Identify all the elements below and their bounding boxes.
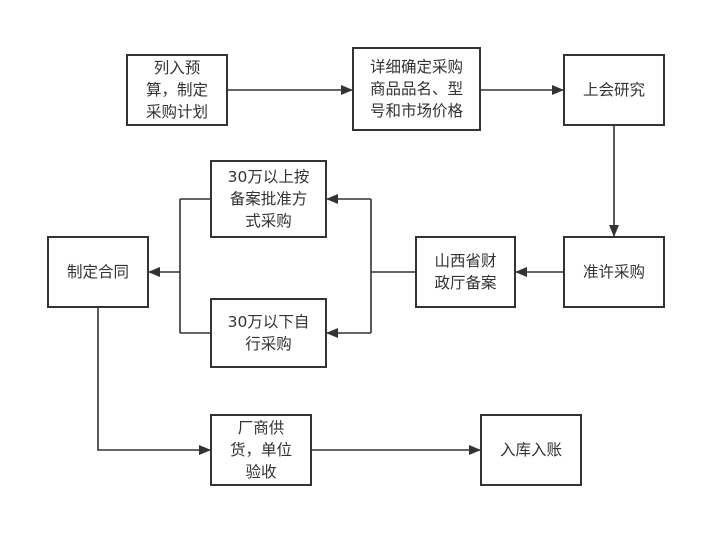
arrow-contract-to-delivery bbox=[97, 308, 211, 455]
node-below-300k-label: 30万以下自 行采购 bbox=[227, 313, 310, 353]
node-above-300k-label: 30万以上按 备案批准方 式采购 bbox=[227, 168, 310, 230]
node-delivery-acceptance-label: 厂商供 货，单位 验收 bbox=[229, 419, 292, 481]
node-make-contract-label: 制定合同 bbox=[66, 263, 129, 281]
node-approve-purchase-label: 准许采购 bbox=[582, 263, 645, 281]
node-meeting-research: 上会研究 bbox=[563, 54, 665, 126]
node-storage-accounting-label: 入库入账 bbox=[499, 441, 562, 459]
node-meeting-research-label: 上会研究 bbox=[582, 81, 645, 99]
node-filing: 山西省财 政厅备案 bbox=[415, 236, 516, 308]
node-storage-accounting: 入库入账 bbox=[480, 414, 582, 486]
node-make-contract: 制定合同 bbox=[47, 236, 149, 308]
node-confirm-details: 详细确定采购 商品品名、型 号和市场价格 bbox=[352, 47, 481, 131]
node-confirm-details-label: 详细确定采购 商品品名、型 号和市场价格 bbox=[369, 58, 463, 120]
node-filing-label: 山西省财 政厅备案 bbox=[434, 252, 497, 292]
node-delivery-acceptance: 厂商供 货，单位 验收 bbox=[210, 414, 312, 486]
node-budget-plan-label: 列入预 算，制定 采购计划 bbox=[145, 59, 208, 121]
node-budget-plan: 列入预 算，制定 采购计划 bbox=[126, 54, 228, 126]
node-approve-purchase: 准许采购 bbox=[563, 236, 665, 308]
node-above-300k: 30万以上按 备案批准方 式采购 bbox=[210, 160, 327, 238]
node-below-300k: 30万以下自 行采购 bbox=[210, 298, 327, 368]
